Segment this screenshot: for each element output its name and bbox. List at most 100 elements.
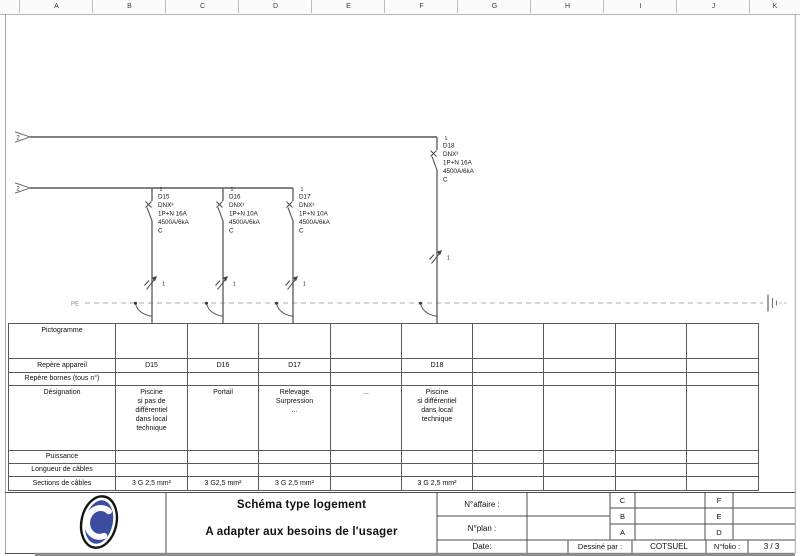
cell-empty [543, 372, 616, 386]
cell-empty [472, 385, 544, 451]
circuit-d15: 1 D15 DNX³ 1P+N 16A 4500A/6kA C 1 [134, 187, 190, 323]
cell-repere: D16 [187, 358, 259, 373]
cell-empty [187, 372, 259, 386]
ruler-column-label: J [676, 0, 750, 13]
row-label-longueur: Longueur de câbles [8, 463, 116, 477]
row-label-sections: Sections de câbles [8, 476, 116, 491]
breaker-rating: 1P+N 10A [229, 211, 259, 218]
breaker-name: D18 [443, 143, 455, 150]
ruler-column-label: G [457, 0, 531, 13]
breaker-breaking-capacity: 4500A/6kA [443, 168, 475, 175]
revision-letter: D [716, 527, 722, 537]
circuit-spec-table: Pictogramme Repère appareil D15 D16 D17 … [8, 323, 759, 491]
cell-section: 3 G 2,5 mm² [115, 476, 188, 491]
cell-empty [686, 323, 759, 359]
page-bottom-edge [35, 552, 795, 556]
breaker-icon [145, 201, 153, 222]
off-page-connector-icon: 2 [14, 131, 31, 143]
cell-empty [330, 323, 402, 359]
breaker-rating: 1P+N 16A [443, 160, 473, 167]
cell-empty [401, 323, 473, 359]
breaker-rating: 1P+N 10A [299, 211, 329, 218]
row-label-designation: Désignation [8, 385, 116, 451]
breaker-icon [216, 201, 224, 222]
cell-empty [686, 450, 759, 464]
cell-empty [330, 463, 402, 477]
connector-label: 2 [16, 136, 20, 142]
cell-empty [615, 372, 687, 386]
revision-letter: E [716, 511, 722, 521]
cell-empty [401, 372, 473, 386]
row-repere-appareil: Repère appareil D15 D16 D17 D18 [8, 358, 759, 373]
pe-tap [134, 301, 152, 317]
plan-label: N°plan : [467, 523, 497, 533]
ruler-column-label: H [530, 0, 604, 13]
drawn-by-value: COTSUEL [650, 542, 688, 551]
cell-section: 3 G 2,5 mm² [258, 476, 331, 491]
row-label-pictogramme: Pictogramme [8, 323, 116, 359]
cell-empty [258, 463, 331, 477]
cell-repere: D18 [401, 358, 473, 373]
cell-empty [472, 463, 544, 477]
cable-marker-label: 1 [162, 282, 165, 288]
cell-empty [115, 450, 188, 464]
cell-empty [330, 450, 402, 464]
row-designation: Désignation Piscine si pas de différenti… [8, 385, 759, 451]
cell-empty [543, 385, 616, 451]
folio-value: 3 / 3 [763, 542, 780, 551]
connector-label: 2 [16, 187, 20, 193]
cell-empty [615, 476, 687, 491]
cell-designation: Relevage Surpression ... [258, 385, 331, 451]
breaker-name: D16 [229, 194, 241, 201]
cell-empty [472, 476, 544, 491]
breaker-count: 1 [231, 187, 234, 193]
revision-letter: B [619, 511, 625, 521]
breaker-breaking-capacity: 4500A/6kA [158, 219, 190, 226]
cell-empty [258, 450, 331, 464]
ruler-column-label: C [165, 0, 239, 13]
circuit-d16: 1 D16 DNX³ 1P+N 10A 4500A/6kA C 1 [205, 187, 261, 323]
cell-section: 3 G 2,5 mm² [401, 476, 473, 491]
breaker-model: DNX³ [158, 202, 173, 209]
cell-empty [615, 323, 687, 359]
cell-empty [543, 450, 616, 464]
drawing-title: Schéma type logement [236, 498, 367, 511]
circuit-d17: 1 D17 DNX³ 1P+N 10A 4500A/6kA C 1 [275, 187, 331, 323]
cell-empty [187, 450, 259, 464]
row-longueur: Longueur de câbles [8, 463, 759, 477]
row-label-repere-appareil: Repère appareil [8, 358, 116, 373]
date-value [527, 540, 568, 553]
breaker-curve: C [443, 177, 448, 184]
row-pictogramme: Pictogramme [8, 323, 759, 359]
cell-empty [401, 450, 473, 464]
cable-marker-label: 1 [233, 282, 236, 288]
revision-letter: A [619, 527, 625, 537]
cell-empty [115, 323, 188, 359]
cell-empty [401, 463, 473, 477]
breaker-count: 1 [160, 187, 163, 193]
breaker-breaking-capacity: 4500A/6kA [299, 219, 331, 226]
cell-empty [258, 372, 331, 386]
breaker-curve: C [229, 228, 234, 235]
cell-empty [543, 476, 616, 491]
breaker-model: DNX³ [229, 202, 244, 209]
ruler-column-label: A [19, 0, 93, 13]
plan-value [527, 516, 610, 540]
breaker-breaking-capacity: 4500A/6kA [229, 219, 261, 226]
cell-empty [543, 323, 616, 359]
date-label: Date: [472, 542, 492, 551]
cell-empty [615, 385, 687, 451]
breaker-model: DNX³ [299, 202, 314, 209]
cell-empty [615, 450, 687, 464]
cell-empty [472, 358, 544, 373]
row-puissance: Puissance [8, 450, 759, 464]
pe-label: PE [71, 301, 79, 307]
drawing-subtitle: A adapter aux besoins de l'usager [205, 525, 398, 538]
earth-ground-icon [767, 294, 789, 312]
cotsuel-logo [79, 495, 119, 549]
ruler-column-label: B [92, 0, 166, 13]
drawn-by-label: Dessiné par : [577, 542, 623, 551]
breaker-icon [430, 150, 438, 171]
